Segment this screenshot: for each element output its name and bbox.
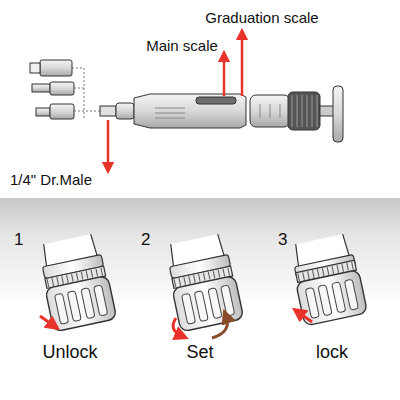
grip-ribs xyxy=(155,104,280,118)
step-number: 1 xyxy=(14,231,23,248)
step-label: Unlock xyxy=(42,343,97,361)
knob-knurl xyxy=(292,95,317,127)
knob-illustration xyxy=(36,232,368,331)
part-label: 1/4" Dr.Male xyxy=(10,172,92,187)
step-number: 2 xyxy=(141,231,150,248)
set-arrow xyxy=(173,318,182,336)
part-label: Graduation scale xyxy=(205,10,318,25)
lock-arrow xyxy=(298,312,312,322)
callout-arrow xyxy=(108,34,242,168)
part-label: Main scale xyxy=(146,38,218,53)
bit-guide xyxy=(72,68,100,118)
set-arrow xyxy=(212,316,227,338)
step-number: 3 xyxy=(278,231,287,248)
bit-set xyxy=(30,60,74,119)
torque-screwdriver xyxy=(100,86,343,142)
step-label: lock xyxy=(316,343,348,361)
unlock-arrow xyxy=(40,316,54,326)
step-label: Set xyxy=(186,343,213,361)
